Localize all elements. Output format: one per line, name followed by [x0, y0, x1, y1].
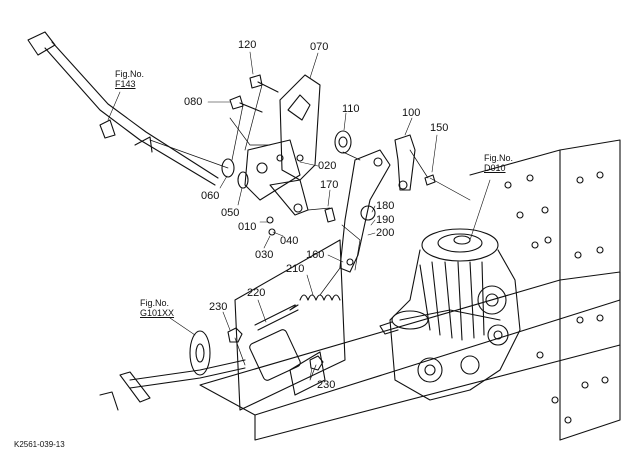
callout-040: 040 — [280, 235, 299, 247]
callout-170: 170 — [320, 179, 339, 191]
fig-ref-number: D010 — [484, 163, 506, 174]
callout-200: 200 — [376, 227, 395, 239]
lever-100 — [394, 134, 416, 191]
callout-070: 070 — [310, 41, 329, 53]
callout-210: 210 — [286, 263, 305, 275]
callout-030: 030 — [255, 249, 274, 261]
fig-ref-label: Fig.No. — [140, 298, 170, 308]
fig-ref-g101xx: Fig.No. G101XX — [140, 298, 174, 319]
bolts — [229, 74, 436, 223]
lower-rod — [99, 330, 246, 411]
drawing-code: K2561-039-13 — [14, 440, 65, 449]
callout-150: 150 — [430, 122, 449, 134]
callout-010: 010 — [238, 221, 257, 233]
callout-100: 100 — [402, 107, 421, 119]
fig-ref-f143: Fig.No. F143 — [115, 69, 144, 90]
rod-220 — [254, 304, 299, 331]
frame-rail — [199, 139, 621, 441]
assembly-lines — [149, 84, 471, 381]
side-plate — [234, 239, 346, 411]
spring-210 — [289, 294, 341, 311]
bushing-110 — [334, 130, 352, 154]
bracket — [244, 139, 301, 201]
arm-020 — [269, 179, 309, 216]
callout-020: 020 — [318, 160, 337, 172]
control-rod — [27, 31, 219, 186]
lever-160 — [339, 149, 391, 273]
callout-230-left: 230 — [209, 301, 228, 313]
callout-060: 060 — [201, 190, 220, 202]
leader-lines — [107, 51, 491, 379]
callout-220: 220 — [247, 287, 266, 299]
callout-050: 050 — [221, 207, 240, 219]
callout-080: 080 — [184, 96, 203, 108]
transmission-unit — [379, 228, 521, 401]
callout-120: 120 — [238, 39, 257, 51]
fig-ref-label: Fig.No. — [115, 69, 145, 79]
nut-230 — [227, 327, 324, 371]
callout-230-bottom: 230 — [317, 379, 336, 391]
fig-ref-number: G101XX — [140, 308, 175, 319]
fig-ref-label: Fig.No. — [484, 153, 514, 163]
plate-070 — [279, 74, 321, 181]
callout-190: 190 — [376, 214, 395, 226]
callout-160: 160 — [306, 249, 325, 261]
fig-ref-d010: Fig.No. D010 — [484, 153, 513, 174]
callout-180: 180 — [376, 200, 395, 212]
callout-110: 110 — [342, 103, 360, 115]
washers — [221, 154, 376, 236]
fig-ref-number: F143 — [115, 79, 136, 90]
